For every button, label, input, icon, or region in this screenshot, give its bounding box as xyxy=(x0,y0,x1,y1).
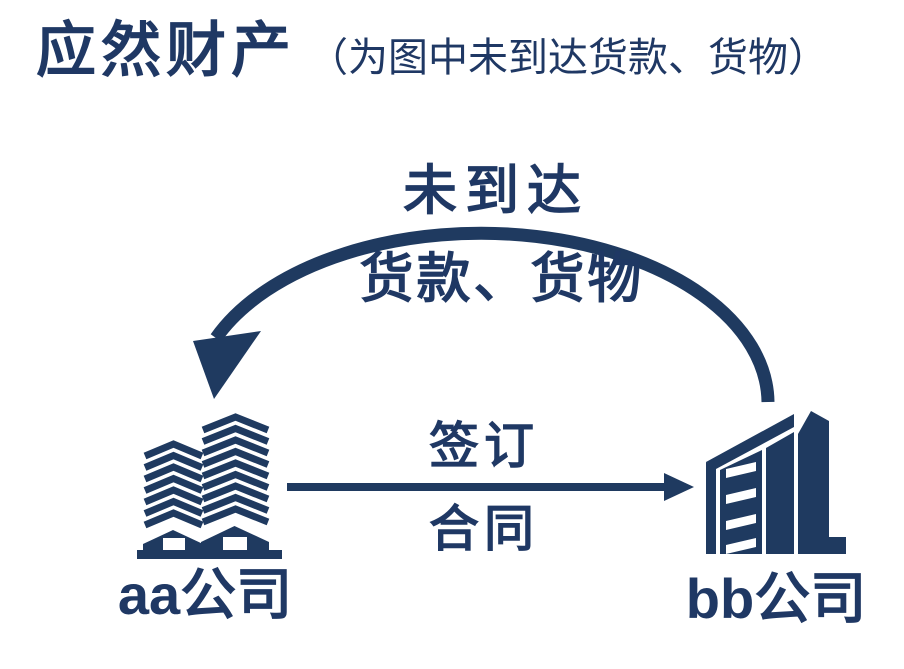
curved-return-arrow-line xyxy=(210,226,775,403)
return-flow-label-line1: 未到达 xyxy=(403,161,589,221)
return-flow-label-line2: 货款、货物 xyxy=(359,249,645,309)
office-building-icon xyxy=(706,411,846,554)
page-subtitle: （为图中未到达货款、货物） xyxy=(308,36,828,80)
contract-arrow xyxy=(287,473,694,501)
curved-return-arrowhead-icon xyxy=(193,331,261,399)
entity-label-aa: aa公司 xyxy=(117,563,293,626)
twin-towers-building-icon xyxy=(137,413,282,559)
contract-flow-label-line1: 签订 xyxy=(429,418,539,474)
page-header: 应然财产 （为图中未到达货款、货物） xyxy=(36,18,828,84)
entity-label-bb: bb公司 xyxy=(685,567,867,630)
contract-flow-label-line2: 合同 xyxy=(429,501,539,557)
contract-arrowhead-icon xyxy=(664,473,694,501)
curved-return-arrow xyxy=(193,226,775,403)
page-title: 应然财产 xyxy=(36,17,296,84)
